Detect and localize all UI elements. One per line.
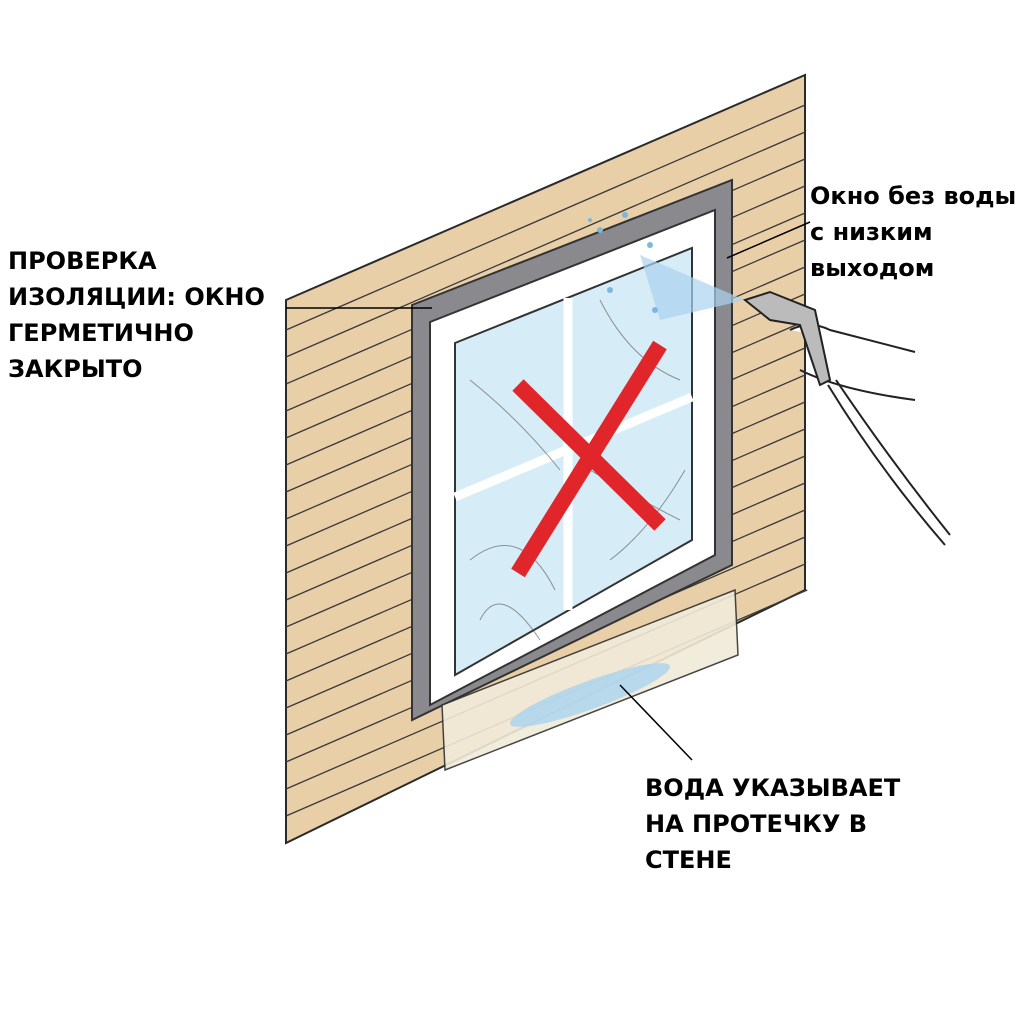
- siding-line: [285, 104, 806, 331]
- label-insulation-check: ПРОВЕРКА ИЗОЛЯЦИИ: ОКНО ГЕРМЕТИЧНО ЗАКРЫ…: [8, 243, 265, 387]
- label-line: НА ПРОТЕЧКУ В: [645, 810, 868, 838]
- label-line: с низким: [810, 218, 933, 246]
- water-collection-bag: [441, 588, 739, 772]
- label-line: ВОДА УКАЗЫВАЕТ: [645, 774, 901, 802]
- label-line: Окно без воды: [810, 182, 1017, 210]
- hose-nozzle: [742, 290, 832, 387]
- leader-lines: [286, 221, 811, 761]
- leader-bottom: [619, 684, 693, 761]
- hose: [827, 379, 951, 546]
- label-water-leak: ВОДА УКАЗЫВАЕТ НА ПРОТЕЧКУ В СТЕНЕ: [645, 770, 900, 878]
- label-line: ПРОВЕРКА: [8, 247, 157, 275]
- label-window-no-water: Окно без воды с низким выходом: [810, 178, 1016, 286]
- window: [411, 178, 745, 722]
- label-line: ГЕРМЕТИЧНО: [8, 319, 194, 347]
- label-line: ЗАКРЫТО: [8, 355, 143, 383]
- leader-right: [726, 221, 811, 259]
- siding-line: [285, 131, 806, 358]
- label-line: выходом: [810, 254, 935, 282]
- hose-and-hand: [742, 290, 951, 546]
- label-line: СТЕНЕ: [645, 846, 732, 874]
- label-line: ИЗОЛЯЦИИ: ОКНО: [8, 283, 265, 311]
- water-spray: [588, 212, 745, 320]
- red-cross-mark: [511, 340, 667, 578]
